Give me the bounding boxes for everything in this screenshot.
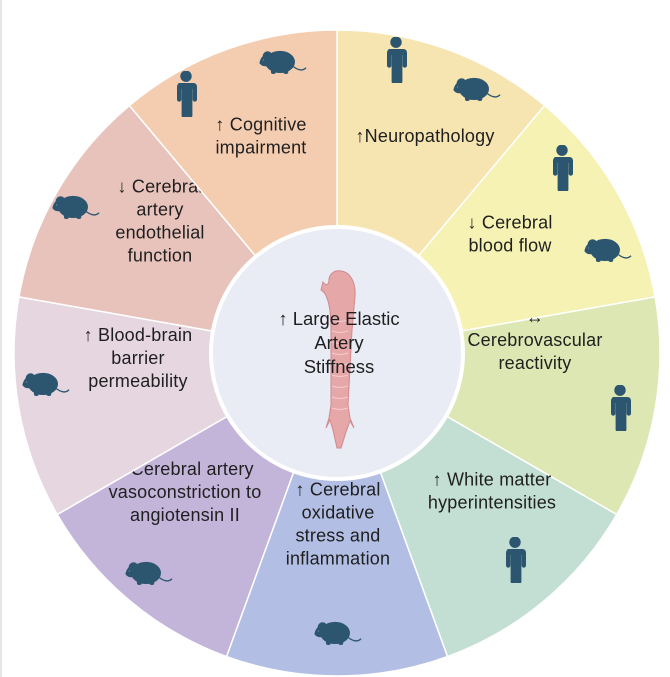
- segment-label-line: ↔: [526, 307, 544, 327]
- segment-label-line: ↑ Cognitive: [215, 115, 306, 135]
- aorta-illustration: [320, 270, 356, 449]
- segment-label-line: oxidative: [302, 503, 375, 523]
- segment-label-line: ↑ Cerebral artery: [116, 459, 253, 479]
- segment-label-line: vasoconstriction to: [109, 482, 262, 502]
- segment-label-neuropathology: ↑Neuropathology: [355, 126, 494, 146]
- segment-label-line: artery: [136, 200, 183, 220]
- segment-label-line: ↑ Blood-brain: [84, 325, 193, 345]
- segment-oxidative-stress: ↑ Cerebral oxidative stress and inflammatio…: [225, 468, 449, 677]
- segment-vasoconstriction: ↑ Cerebral artery vasoconstriction to angi…: [56, 413, 296, 658]
- segment-label-line: blood flow: [468, 236, 552, 256]
- segment-label-line: reactivity: [498, 353, 571, 373]
- segment-label-cognitive-impairment: ↑ Cognitive impairment: [215, 115, 306, 158]
- aorta-shape: [320, 270, 356, 449]
- segment-neuropathology: ↑Neuropathology: [336, 29, 546, 260]
- segment-label-line: ↓ Cerebral: [117, 177, 202, 197]
- segment-label-line: stress and: [295, 526, 380, 546]
- center-label-line: Artery: [314, 332, 364, 353]
- aorta-texture: [331, 363, 349, 366]
- segment-label-line: endothelial: [115, 223, 204, 243]
- segment-label-line: Cerebrovascular: [467, 330, 602, 350]
- aorta-texture: [331, 385, 349, 388]
- center-label-line: Stiffness: [304, 356, 375, 377]
- segment-label-line: ↑ Cerebral: [295, 480, 380, 500]
- segment-label-white-matter: ↑ White matter hyperintensities: [428, 470, 556, 513]
- aorta-texture: [331, 352, 349, 355]
- segment-endothelial-function: ↓ Cerebral artery endothelial function: [18, 104, 259, 333]
- segments-layer: ↑Neuropathology ↓ Cerebral blood flow ↔ Cere…: [13, 29, 661, 677]
- segment-label-line: angiotensin II: [130, 505, 240, 525]
- segment-label-vasoconstriction: ↑ Cerebral artery vasoconstriction to angi…: [109, 459, 262, 525]
- segment-cerebrovascular-reactivity: ↔ Cerebrovascular reactivity: [443, 296, 661, 516]
- segment-label-oxidative-stress: ↑ Cerebral oxidative stress and inflammatio…: [286, 480, 390, 569]
- segment-label-line: barrier: [111, 348, 164, 368]
- segment-label-cerebral-blood-flow: ↓ Cerebral blood flow: [467, 213, 552, 256]
- segment-label-line: impairment: [215, 138, 306, 158]
- segment-label-line: hyperintensities: [428, 493, 556, 513]
- segment-white-matter: ↑ White matter hyperintensities: [378, 413, 618, 658]
- aorta-texture: [331, 319, 349, 322]
- segment-label-endothelial-function: ↓ Cerebral artery endothelial function: [115, 177, 204, 266]
- segment-label-line: function: [128, 246, 193, 266]
- left-edge-border: [0, 0, 2, 677]
- segment-cognitive-impairment: ↑ Cognitive impairment: [128, 29, 338, 260]
- segment-label-cerebrovascular-reactivity: ↔ Cerebrovascular reactivity: [467, 307, 602, 373]
- aorta-texture: [331, 396, 349, 399]
- aorta-texture: [331, 407, 349, 410]
- aorta-texture: [331, 341, 349, 344]
- segment-label-line: ↑ White matter: [433, 470, 552, 490]
- segment-label-line: ↓ Cerebral: [467, 213, 552, 233]
- segment-label-line: ↑Neuropathology: [355, 126, 494, 146]
- aorta-texture: [331, 374, 349, 377]
- segment-label-line: permeability: [88, 371, 187, 391]
- segment-label-bbb-permeability: ↑ Blood-brain barrier permeability: [84, 325, 193, 391]
- aorta-texture: [331, 330, 349, 333]
- center-label-line: ↑ Large Elastic: [278, 308, 399, 329]
- segment-label-line: inflammation: [286, 549, 390, 569]
